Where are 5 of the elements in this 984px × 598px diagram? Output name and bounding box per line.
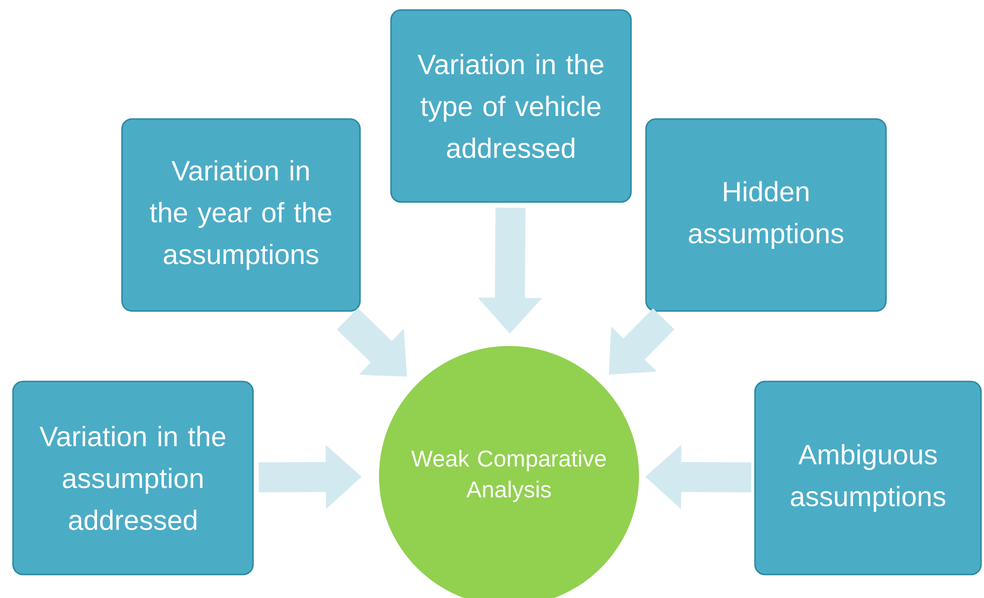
process-box: Variation in the type of vehicle addressed bbox=[390, 9, 632, 203]
process-box: Ambiguous assumptions bbox=[754, 380, 982, 576]
process-box: Variation in the year of the assumptions bbox=[121, 118, 361, 312]
process-box: Variation in the assumption addressed bbox=[12, 380, 254, 576]
process-box: Hidden assumptions bbox=[645, 118, 887, 312]
